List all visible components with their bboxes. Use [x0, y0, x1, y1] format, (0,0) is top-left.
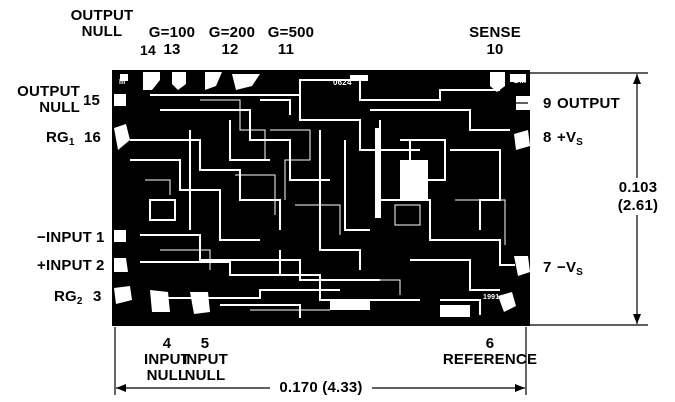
pin-13-name: G=100 — [148, 24, 196, 41]
pin-14-line2: NULL — [81, 23, 123, 40]
pin-4-line1: INPUT — [144, 351, 190, 368]
height-dimension-inches: 0.103 — [618, 179, 658, 196]
pin-3-name: RG2 — [54, 288, 83, 307]
pin-13-number: 13 — [163, 41, 181, 58]
width-dimension-label: 0.170 (4.33) — [279, 379, 363, 396]
pin-15-label: OUTPUT NULL — [4, 84, 80, 116]
pin-15-line2: NULL — [39, 99, 80, 116]
pin-7-number: 7 — [543, 259, 552, 276]
pin-5-label: INPUT NULL — [160, 352, 250, 384]
pin-2-number: 2 — [96, 257, 105, 274]
pin-14-line1: OUTPUT — [70, 7, 134, 24]
pin-11-number: 11 — [277, 41, 295, 58]
pin-9-number: 9 — [543, 95, 552, 112]
pin-14-number: 14 — [140, 42, 156, 58]
metal-blocks — [330, 75, 470, 317]
width-arrow-right — [515, 384, 525, 392]
pin-3-number: 3 — [93, 288, 102, 305]
pin-6-name: REFERENCE — [442, 351, 538, 368]
height-dimension-mm: (2.61) — [617, 197, 659, 214]
pin-3-subscript: 2 — [76, 296, 83, 307]
width-dimension — [114, 327, 527, 395]
height-dimension — [530, 72, 648, 326]
pin-10-name: SENSE — [469, 24, 521, 41]
die-corner-left-mark: III — [119, 79, 126, 86]
height-arrow-top — [633, 74, 641, 84]
die-corner-mark: GM — [513, 76, 527, 85]
top-bond-pads — [120, 72, 526, 92]
pin-14-label: OUTPUT NULL — [62, 8, 142, 40]
width-arrow-left — [116, 384, 126, 392]
pin-16-number: 16 — [84, 129, 102, 146]
pin-16-name: RG1 — [46, 129, 75, 148]
pin-1-name: −INPUT — [37, 229, 92, 246]
pin-1-number: 1 — [96, 229, 105, 246]
pin-15-line1: OUTPUT — [17, 83, 80, 100]
pin-11-name: G=500 — [267, 24, 315, 41]
pin-16-subscript: 1 — [68, 137, 75, 148]
pin-12-number: 12 — [221, 41, 239, 58]
pin-15-number: 15 — [83, 92, 101, 109]
pin-5-line2: NULL — [184, 367, 226, 384]
pin-7-subscript: S — [576, 267, 584, 278]
pin-2-name: +INPUT — [37, 257, 92, 274]
pin-8-name: +VS — [557, 129, 584, 148]
fine-traces — [145, 99, 506, 311]
pin-6-number: 6 — [485, 335, 495, 352]
pin-4-line2: NULL — [146, 367, 188, 384]
die-year-mark: 1991 — [483, 294, 500, 301]
pin-5-line1: INPUT — [182, 351, 228, 368]
pin-8-number: 8 — [543, 129, 552, 146]
pin-12-name: G=200 — [208, 24, 256, 41]
side-bond-pads — [114, 94, 530, 312]
pin-4-label: INPUT NULL — [122, 352, 212, 384]
pin-5-number: 5 — [200, 335, 210, 352]
height-arrow-bottom — [633, 314, 641, 324]
metal-traces — [130, 79, 515, 318]
die-part-mark: 0624 — [333, 78, 352, 87]
pin-10-number: 10 — [486, 41, 504, 58]
pin-7-name: −VS — [557, 259, 584, 278]
pin-4-number: 4 — [162, 335, 172, 352]
pin-9-name: OUTPUT — [557, 95, 620, 112]
pin-8-subscript: S — [576, 137, 584, 148]
